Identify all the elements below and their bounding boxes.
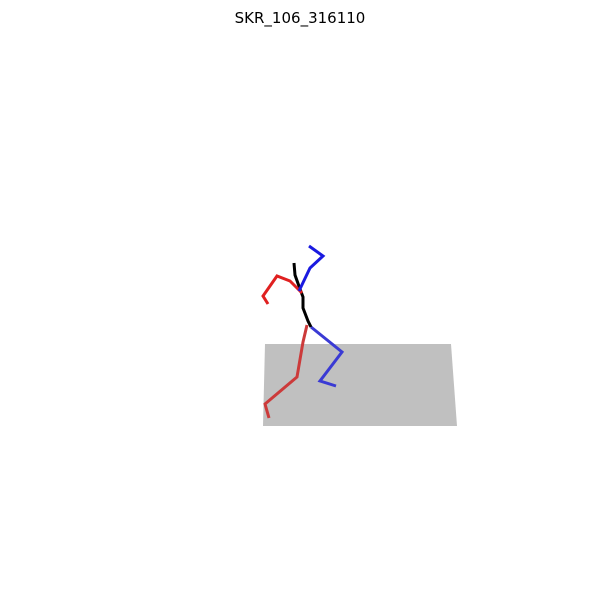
plot-title: SKR_106_316110: [234, 9, 366, 27]
left-arm-limb: [261, 274, 304, 305]
right-leg-limb: [310, 325, 345, 388]
floor-plane: [263, 344, 457, 426]
right-arm-limb: [297, 244, 326, 292]
spine-limb: [292, 262, 313, 328]
left-leg-limb: [263, 324, 309, 419]
